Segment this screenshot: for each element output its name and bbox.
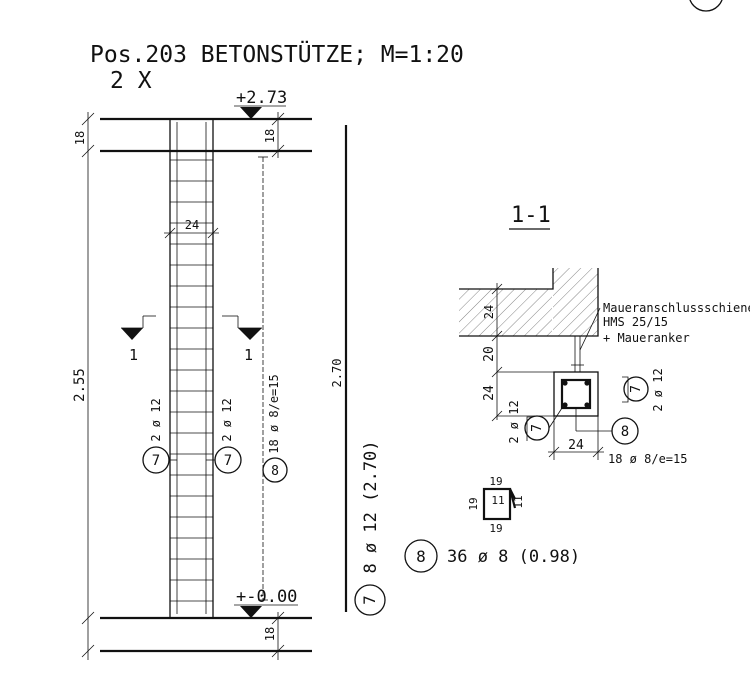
section-stirrup-label: 18 ø 8/e=15 <box>608 452 687 466</box>
stirrup-label: 18 ø 8/e=15 <box>267 374 281 453</box>
right-bar-label: 2 ø 12 <box>220 398 234 441</box>
section-slab-dimension: 24 <box>482 305 496 319</box>
bottom-level-label: +-0.00 <box>236 587 297 607</box>
bar-7-schedule-text: 8 ø 12 (2.70) <box>361 440 381 573</box>
section-note-line3: + Maueranker <box>603 331 690 345</box>
stirrup-dim-inner: 11 <box>491 494 504 507</box>
height-dimension: 2.55 <box>72 368 88 402</box>
stirrup-dim-bottom: 19 <box>489 522 502 535</box>
bar-8-schedule: 8 36 ø 8 (0.98) <box>404 539 580 573</box>
bar-7-detail: 2.70 8 ø 12 (2.70) 7 <box>330 125 386 616</box>
section-bar7-left-label: 2 ø 12 <box>507 400 521 443</box>
section-bubble-7-right: 7 <box>629 385 644 393</box>
section-dim-24-vertical: 24 <box>482 385 497 401</box>
drawing-title: Pos.203 BETONSTÜTZE; M=1:20 <box>90 40 464 68</box>
left-bar-label: 2 ø 12 <box>149 398 163 441</box>
section-dim-24-horizontal: 24 <box>568 438 584 453</box>
section-bubble-7-left: 7 <box>530 424 545 432</box>
bar-7-schedule-number: 7 <box>360 595 379 605</box>
corner-bubble-number: 15 <box>698 0 715 2</box>
corner-bubble: 15 <box>689 0 723 12</box>
slab-bottom-dimension: 18 <box>263 627 277 641</box>
stirrup-shape-detail: 19 11 19 11 19 <box>467 475 525 535</box>
slab-top-dimension-right: 18 <box>263 129 277 143</box>
drawing-subtitle: 2 X <box>110 68 152 94</box>
stirrup-dim-left: 19 <box>467 497 480 510</box>
bar-8-bubble: 8 <box>271 464 279 479</box>
stirrup-dim-right: 11 <box>512 495 525 508</box>
bar-8-schedule-number: 8 <box>416 547 426 566</box>
bar-7-bubble-right: 7 <box>224 453 232 469</box>
stirrup-dim-top: 19 <box>489 475 502 488</box>
section-marker-right-label: 1 <box>244 346 253 364</box>
section-note-line1: Maueranschlussschiene <box>603 301 750 315</box>
bar-8-schedule-text: 36 ø 8 (0.98) <box>447 547 580 567</box>
slab-top-dimension: 18 <box>73 131 87 145</box>
section-title: 1-1 <box>511 203 551 228</box>
section-1-1: 1-1 Maueranschlussschiene HMS 25/15 + Ma… <box>459 203 750 466</box>
bar-7-bubble-left: 7 <box>152 453 160 469</box>
section-note-line2: HMS 25/15 <box>603 315 668 329</box>
top-level-label: +2.73 <box>236 88 287 108</box>
section-dim-20: 20 <box>482 346 497 362</box>
section-bubble-8: 8 <box>621 424 629 440</box>
column-elevation: +2.73 +-0.00 18 2.55 18 18 24 <box>72 88 312 660</box>
bar-length-dimension: 2.70 <box>330 359 344 388</box>
section-bar7-right-label: 2 ø 12 <box>651 368 665 411</box>
stirrup-lines <box>170 159 213 602</box>
section-marker-left-label: 1 <box>129 346 138 364</box>
column-width-dimension: 24 <box>185 218 199 232</box>
